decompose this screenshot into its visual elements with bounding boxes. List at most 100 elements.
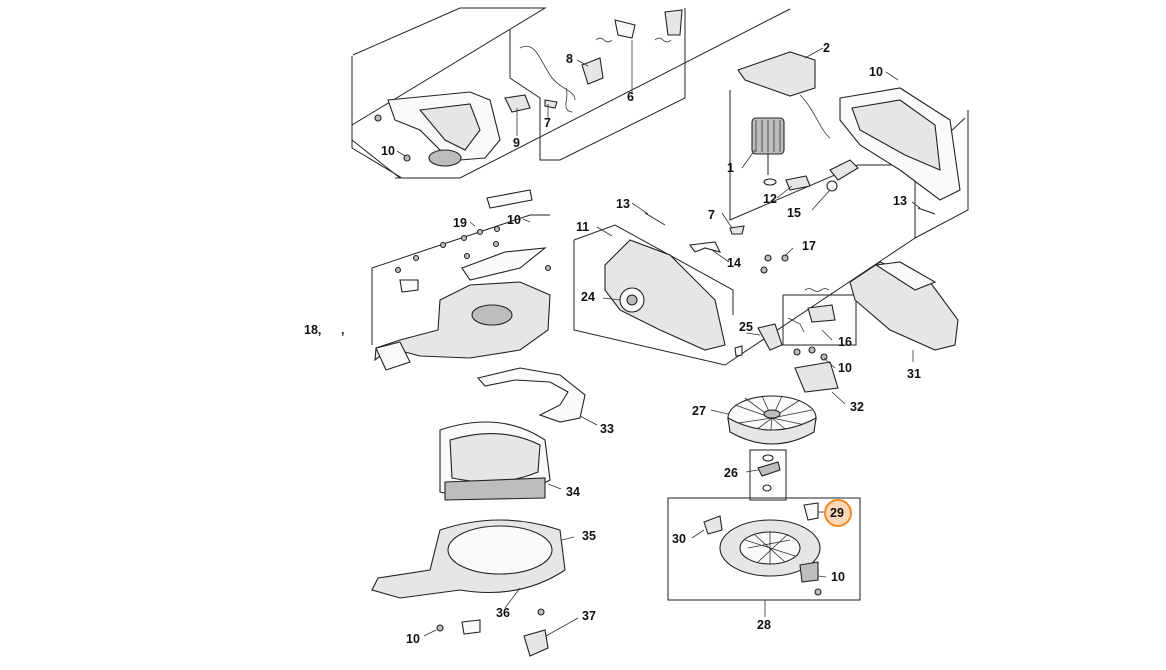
screw-16a — [793, 348, 801, 356]
callout-27: 27 — [692, 404, 706, 418]
fan-hub — [763, 409, 781, 419]
part-2-brush-holder — [737, 51, 816, 97]
callout-19: 19 — [453, 216, 467, 230]
part-26-box — [749, 449, 787, 501]
callout-12: 12 — [763, 192, 777, 206]
volute-outlet — [375, 341, 411, 371]
fan-blades — [731, 395, 813, 441]
screw-top-left — [374, 114, 382, 122]
callout-24: 24 — [581, 290, 595, 304]
part-6-lever — [664, 9, 683, 36]
volute-center — [471, 304, 513, 326]
callout-35: 35 — [582, 529, 596, 543]
part-16-latch — [807, 304, 836, 323]
callout-37: 37 — [582, 609, 596, 623]
part-7-clip-b — [729, 225, 745, 235]
fan-cover-inner — [418, 103, 481, 151]
callout-17: 17 — [802, 239, 816, 253]
callout-10-c: 10 — [507, 213, 521, 227]
callout-13-left: 13 — [616, 197, 630, 211]
callout-30: 30 — [672, 532, 686, 546]
part-11-housing — [604, 239, 726, 351]
spring-6a — [595, 37, 613, 43]
part-18-volute-housing — [374, 281, 551, 362]
middle-panel-frame-2 — [573, 224, 734, 315]
callout-18-comma: , — [341, 323, 344, 337]
part-6-trigger — [614, 19, 636, 39]
part-28-tab — [799, 561, 819, 583]
part-15-knob — [826, 180, 838, 192]
part-19-label — [486, 189, 533, 209]
switch-panel-frame — [509, 8, 686, 161]
screws-group-19 — [394, 225, 552, 274]
callout-7-top: 7 — [544, 116, 551, 130]
part-33-hose — [476, 367, 586, 423]
part-13-pin-right — [917, 207, 936, 215]
grille-mesh — [744, 532, 796, 564]
callout-9: 9 — [513, 136, 520, 150]
top-panel-frame-2 — [351, 8, 791, 179]
sticker-blade — [461, 247, 547, 281]
callout-2: 2 — [823, 41, 830, 55]
part-24-bearing-inner — [626, 294, 638, 306]
middle-panel-frame — [573, 237, 916, 366]
screw-36 — [436, 624, 444, 632]
part-37-clip — [523, 629, 549, 657]
part-30-spring — [703, 515, 723, 535]
callout-8: 8 — [566, 52, 573, 66]
handle-housing-inner — [851, 99, 941, 171]
part-31-top — [874, 261, 937, 291]
callout-13-right: 13 — [893, 194, 907, 208]
callout-28: 28 — [757, 618, 771, 632]
part-36-pad — [461, 619, 481, 635]
part-26-washer — [762, 454, 774, 462]
part-16-pin — [787, 317, 805, 333]
fan-skirt — [727, 416, 817, 445]
callout-16: 16 — [838, 335, 852, 349]
part-7-clip-a — [544, 99, 558, 109]
callout-10-a: 10 — [381, 144, 395, 158]
screw-16b — [808, 346, 816, 354]
callout-11: 11 — [576, 220, 589, 234]
part-25-lever — [757, 323, 783, 351]
callout-10-b: 10 — [869, 65, 883, 79]
part-15-arm — [829, 159, 859, 181]
callout-15: 15 — [787, 206, 801, 220]
part-25-stub — [734, 345, 743, 357]
right-panel-frame-2 — [914, 110, 969, 239]
left-panel-frame — [371, 214, 550, 269]
part-9-clip — [504, 94, 531, 113]
callout-31: 31 — [907, 367, 921, 381]
screw-10-top — [403, 154, 411, 162]
small-tab — [399, 279, 419, 293]
part-29-clip — [803, 502, 819, 521]
motor-lead — [799, 94, 831, 139]
spring-6b — [654, 37, 672, 43]
screw-17c — [760, 266, 768, 274]
callout-25: 25 — [739, 320, 753, 334]
callout-10-f: 10 — [406, 632, 420, 646]
screw-17a — [764, 254, 772, 262]
screw-28 — [814, 588, 822, 596]
part-34-ring-inner — [449, 433, 541, 483]
callout-32: 32 — [850, 400, 864, 414]
part-16-spring — [804, 288, 830, 292]
part-28-box — [667, 497, 861, 601]
part-35-inner — [447, 525, 553, 575]
callout-26: 26 — [724, 466, 738, 480]
part-14-spring — [689, 241, 722, 253]
callout-14: 14 — [727, 256, 741, 270]
screw-16c — [820, 353, 828, 361]
screw-17b — [781, 254, 789, 262]
part-13-pin — [644, 212, 666, 226]
part-26-nut — [762, 484, 772, 492]
callout-6: 6 — [627, 90, 634, 104]
callout-36: 36 — [496, 606, 510, 620]
part-32-bracket — [794, 361, 839, 393]
callout-29-highlight — [824, 499, 852, 527]
callout-10-d: 10 — [838, 361, 852, 375]
callout-33: 33 — [600, 422, 614, 436]
wire-loose — [565, 87, 573, 113]
callout-29: 29 — [830, 506, 844, 520]
